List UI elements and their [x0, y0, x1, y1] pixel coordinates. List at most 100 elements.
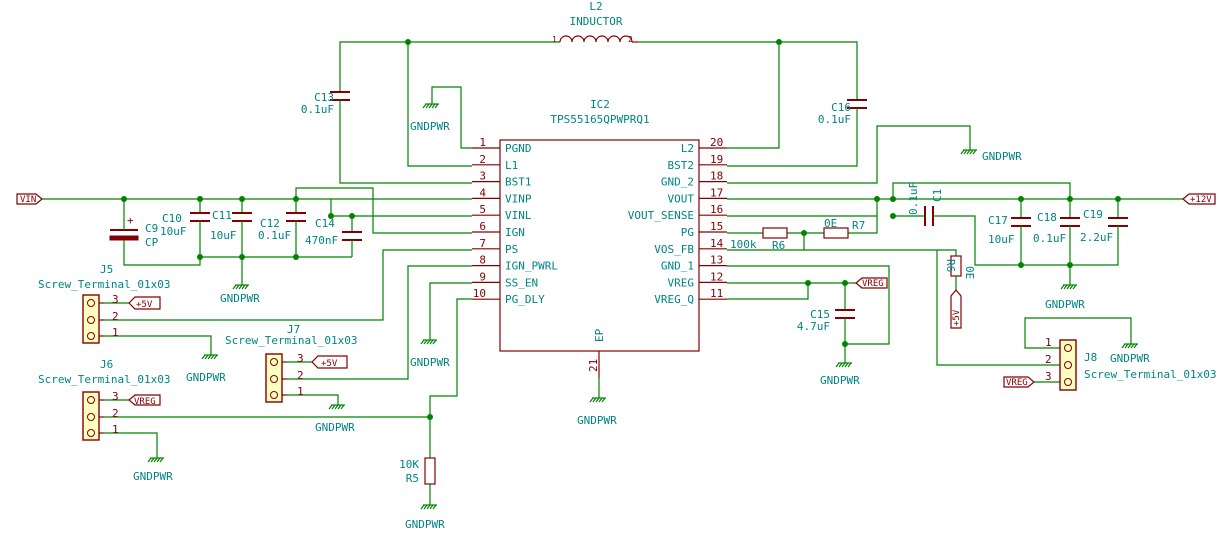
r6b-ref: R6 — [944, 259, 957, 272]
junction — [1067, 196, 1073, 202]
net-flags: VIN +12V +5V VREG +5V VREG VREG +5V — [16, 193, 1216, 407]
c17-value: 10uF — [988, 233, 1015, 246]
j8-value: Screw_Terminal_01x03 — [1084, 368, 1216, 381]
r6b-value: 0E — [963, 266, 976, 279]
ground-label: GNDPWR — [410, 356, 450, 369]
plus12v-label: +12V — [1190, 195, 1212, 205]
ic-pin-number: 6 — [479, 220, 486, 233]
j6-pin3: 3 — [112, 390, 119, 403]
c1-value: 0.1uF — [907, 182, 920, 215]
r5-value: 10K — [399, 458, 419, 471]
ic-pin-name: VINL — [505, 209, 532, 222]
ic-pin-number: 9 — [479, 270, 486, 283]
c17-ref: C17 — [988, 214, 1008, 227]
ic-pin-21-num: 21 — [587, 359, 600, 372]
ground-symbol: GNDPWR — [410, 103, 450, 133]
j7-pin3: 3 — [297, 352, 304, 365]
ground-label: GNDPWR — [405, 518, 445, 531]
wire-vreg-q — [727, 283, 809, 300]
ic-pin-name: PG_DLY — [505, 293, 545, 306]
c13-ref: C13 — [314, 91, 334, 104]
j7-pin2: 2 — [297, 369, 304, 382]
wire-r7-sense — [848, 216, 878, 234]
ic-ref: IC2 — [590, 98, 610, 111]
ic-pin-number: 18 — [710, 170, 723, 183]
junction — [1115, 196, 1121, 202]
inductor-l2: L2 INDUCTOR 1 2 — [552, 0, 638, 44]
ic-pin-name: L1 — [505, 159, 518, 172]
wire-pg-dly — [429, 298, 472, 458]
j5-pin2: 2 — [112, 310, 119, 323]
ic-pin-name: PS — [505, 243, 518, 256]
ic-pin-name: VOUT_SENSE — [628, 209, 694, 222]
junction — [1018, 196, 1024, 202]
c9-value: CP — [145, 236, 159, 249]
ic-pin-name: GND_1 — [661, 260, 694, 273]
ground-symbol: GNDPWR — [133, 457, 173, 483]
connector-j7: J7 Screw_Terminal_01x03 3 2 1 — [225, 323, 357, 403]
wire-vout-sense — [727, 199, 878, 217]
j7-value: Screw_Terminal_01x03 — [225, 334, 357, 347]
c9-ref: C9 — [145, 222, 158, 235]
ground-label: GNDPWR — [220, 292, 260, 305]
ground-symbol: GNDPWR — [960, 149, 1022, 163]
net-label-plus5v-j7: +5V — [311, 355, 348, 369]
ic-pin-number: 8 — [479, 254, 486, 267]
wire-c9-bot — [123, 229, 201, 266]
ic-pin-number: 16 — [710, 203, 723, 216]
c18-value: 0.1uF — [1033, 232, 1066, 245]
ground-symbol: GNDPWR — [820, 362, 860, 387]
ground-label: GNDPWR — [577, 414, 617, 427]
wire-vout-loop — [892, 182, 1071, 199]
wire-pgnd — [431, 86, 472, 149]
inductor-coil — [559, 35, 633, 43]
junction — [197, 196, 203, 202]
ic-pin-number: 3 — [479, 170, 486, 183]
junction — [328, 213, 334, 219]
ic-pin-name: VOUT — [668, 192, 695, 205]
wire-ign-pwrl — [287, 265, 472, 380]
plus5v-label: +5V — [136, 300, 153, 310]
j5-value: Screw_Terminal_01x03 — [38, 278, 170, 291]
ic-pin-name: IGN_PWRL — [505, 260, 558, 273]
capacitor-c15: C15 4.7uF — [797, 308, 855, 333]
vreg-label: VREG — [134, 397, 156, 407]
capacitor-c18: C18 0.1uF — [1033, 211, 1080, 245]
junction — [776, 39, 782, 45]
c13-value: 0.1uF — [301, 103, 334, 116]
j7-ref: J7 — [287, 323, 300, 336]
ground-label: GNDPWR — [410, 120, 450, 133]
capacitors: C13 0.1uF C16 0.1uF + C9 CP C10 10uF — [109, 91, 1128, 333]
ic-pin-name: PGND — [505, 142, 532, 155]
c10-ref: C10 — [162, 212, 182, 225]
ic-pin-number: 5 — [479, 203, 486, 216]
capacitor-c14: C14 470nF — [305, 217, 362, 248]
inductor-pin1: 1 — [552, 35, 557, 44]
wire-ss-en — [429, 282, 472, 340]
j5-pin1: 1 — [112, 326, 119, 339]
ic-pin-name: IGN — [505, 226, 525, 239]
ground-label: GNDPWR — [133, 470, 173, 483]
r7-ref: R7 — [852, 219, 865, 232]
ground-label: GNDPWR — [186, 371, 226, 384]
ground-symbol: GNDPWR — [315, 404, 355, 434]
junction — [293, 196, 299, 202]
junction — [405, 39, 411, 45]
ic-pin-name: PG — [681, 226, 694, 239]
c14-ref: C14 — [315, 217, 335, 230]
r6a-ref: R6 — [772, 239, 785, 252]
junction — [890, 213, 896, 219]
ic-pin-number: 1 — [479, 136, 486, 149]
c14-value: 470nF — [305, 234, 338, 247]
capacitor-c10: C10 10uF — [160, 212, 210, 238]
ic-pin-name: BST1 — [505, 176, 532, 189]
junction — [121, 196, 127, 202]
capacitor-c19: C19 2.2uF — [1080, 208, 1128, 244]
capacitor-c1: C1 0.1uF — [907, 182, 944, 226]
junction — [874, 196, 880, 202]
capacitor-c9: + C9 CP — [109, 214, 159, 249]
j6-value: Screw_Terminal_01x03 — [38, 373, 170, 386]
c9-polarity: + — [127, 214, 134, 227]
resistor-r6-100k: 100k R6 — [730, 227, 788, 252]
j8-pin2: 2 — [1045, 353, 1052, 366]
